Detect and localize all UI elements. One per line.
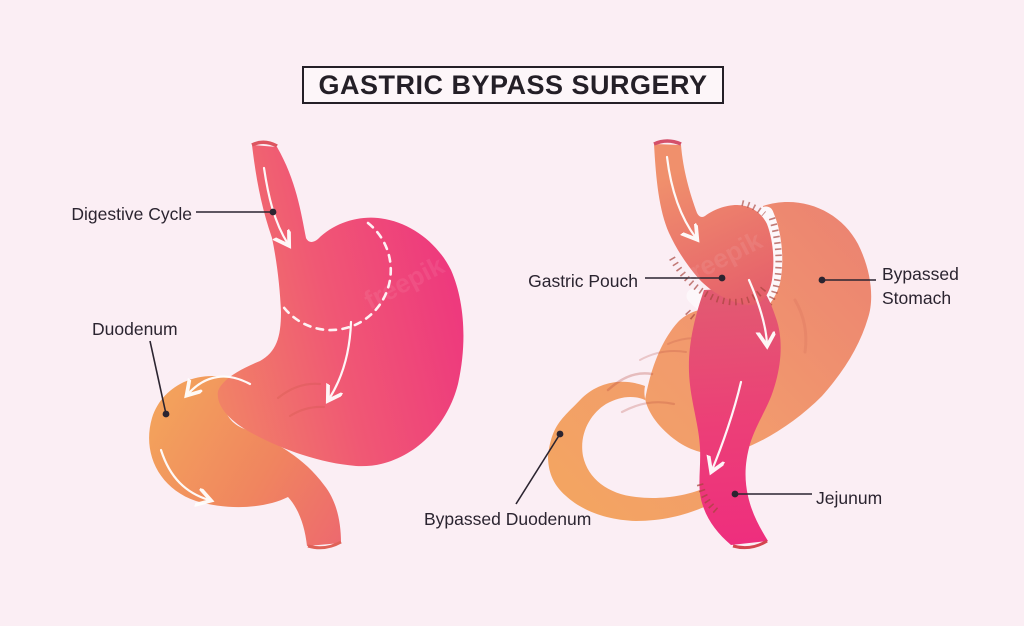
pointer-dots xyxy=(162,208,826,498)
flow-arrow-jejunum xyxy=(712,380,743,470)
stomach-shape xyxy=(217,145,464,467)
bypass-flow-arrows xyxy=(665,155,767,470)
flow-arrow-esophagus xyxy=(262,166,288,244)
label-bypassed-duodenum: Bypassed Duodenum xyxy=(424,509,592,529)
duodenum-shape xyxy=(149,375,341,546)
bypass-diagram xyxy=(548,139,872,550)
normal-stomach-diagram xyxy=(149,140,464,550)
pointer-duodenum xyxy=(149,340,167,415)
label-jejunum: Jejunum xyxy=(816,488,883,508)
dot-bypassed-stomach xyxy=(818,276,826,284)
duodenum-opening-edge xyxy=(307,540,342,550)
label-gastric-pouch: Gastric Pouch xyxy=(528,271,638,291)
page-title: GASTRIC BYPASS SURGERY xyxy=(318,69,708,100)
label-digestive-cycle: Digestive Cycle xyxy=(71,204,192,224)
staple-line-junction xyxy=(696,483,721,516)
dot-bypassed-duodenum xyxy=(556,430,564,438)
pointer-lines xyxy=(149,211,876,505)
dot-digestive-cycle xyxy=(269,208,277,216)
esophagus-opening-edge-right xyxy=(653,139,682,146)
jejunum-opening-edge xyxy=(732,539,768,550)
label-bypassed-stomach: Bypassed Stomach xyxy=(882,264,959,309)
gastric-pouch-shape xyxy=(654,144,774,306)
pointer-bypassed-duodenum xyxy=(515,433,561,505)
dot-gastric-pouch xyxy=(718,274,726,282)
flow-arrow-pouch xyxy=(747,278,767,344)
flow-arrow-duodenum-top xyxy=(188,375,252,394)
title-box: GASTRIC BYPASS SURGERY xyxy=(302,66,724,104)
flow-arrow-stomach xyxy=(329,320,353,399)
label-duodenum: Duodenum xyxy=(92,319,178,339)
jejunum-shape xyxy=(688,287,781,545)
esophagus-opening-edge xyxy=(251,140,278,148)
dot-duodenum xyxy=(162,410,170,418)
staple-line-pouch-top xyxy=(741,200,766,217)
stomach-creases xyxy=(276,382,326,418)
dashed-pouch-outline xyxy=(280,221,393,332)
remnant-creases xyxy=(606,298,808,414)
flow-arrow-esophagus-right xyxy=(665,155,696,238)
dot-jejunum xyxy=(731,490,739,498)
flow-arrow-duodenum-bottom xyxy=(159,448,209,500)
digestive-flow-arrows xyxy=(159,166,353,500)
